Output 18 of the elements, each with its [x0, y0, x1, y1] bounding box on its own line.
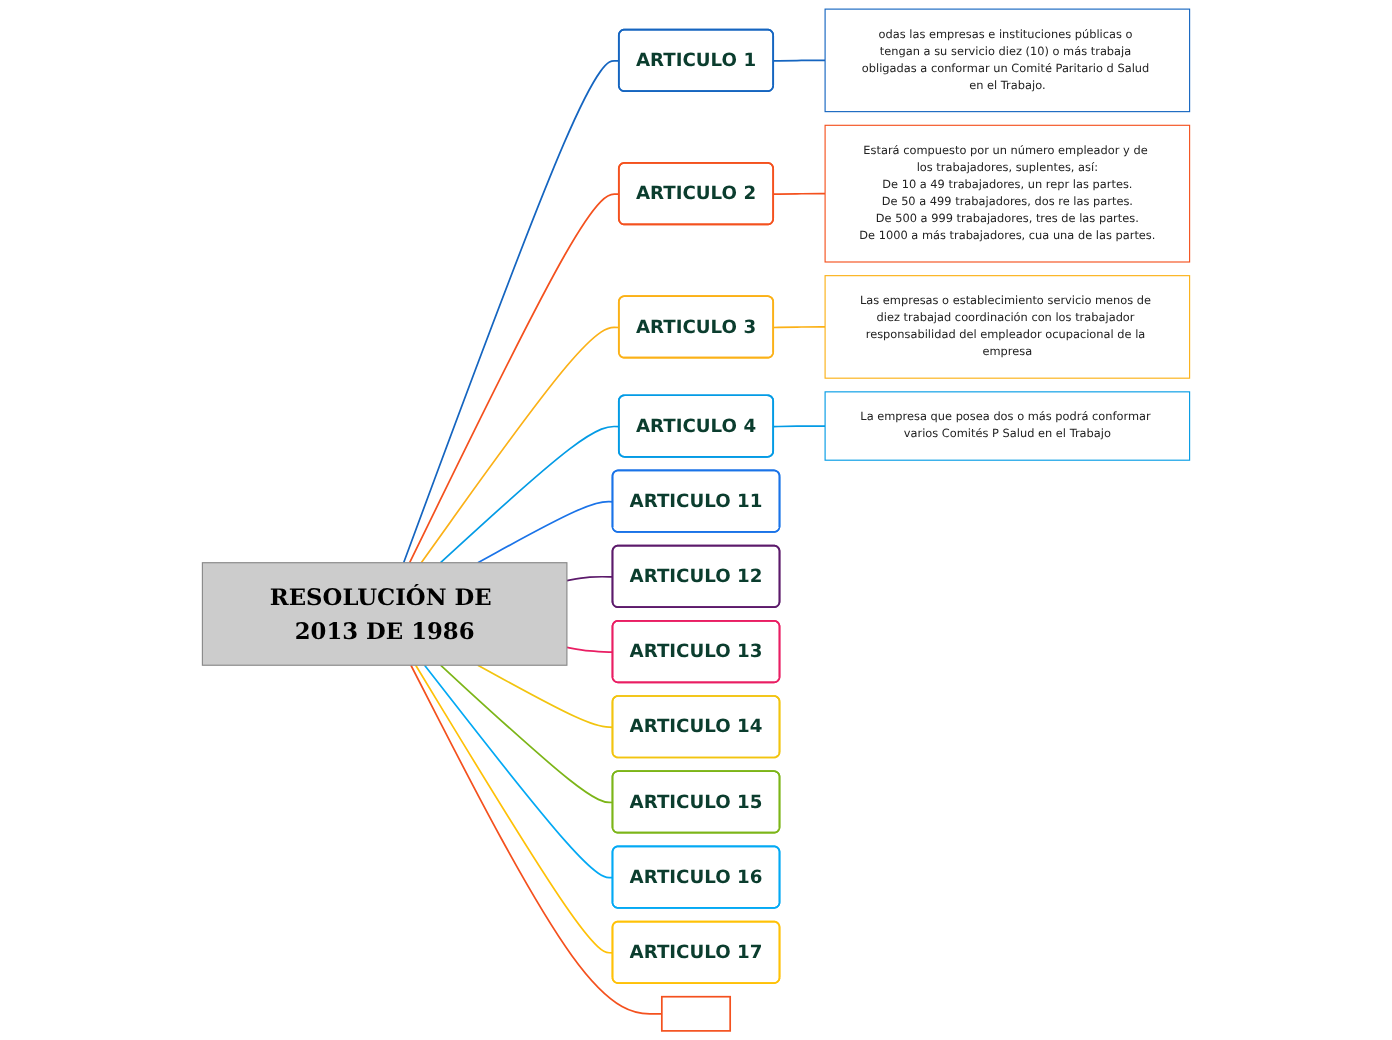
connector — [477, 500, 614, 564]
connector — [566, 646, 614, 653]
connector — [410, 664, 663, 1015]
connector — [772, 192, 826, 196]
node-box: RESOLUCIÓN DE 2013 DE 1986 — [201, 562, 568, 666]
connector — [772, 425, 826, 428]
node-box — [660, 995, 732, 1032]
connector — [420, 326, 621, 564]
connector — [772, 326, 826, 329]
connector — [566, 575, 614, 582]
connector — [414, 664, 614, 954]
connector — [408, 193, 621, 564]
connector — [423, 664, 614, 879]
connector — [772, 59, 826, 62]
connector — [439, 425, 621, 564]
connector — [439, 664, 614, 804]
connector — [477, 664, 614, 729]
connector — [402, 60, 621, 564]
